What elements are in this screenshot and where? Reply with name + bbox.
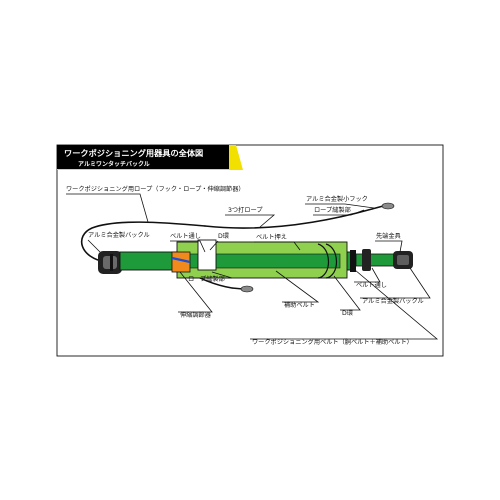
leader-small-hook bbox=[305, 203, 375, 209]
label-belt-loop: ベルト通し bbox=[170, 232, 201, 240]
leader-rope-sewn bbox=[313, 209, 365, 216]
header-subtitle: アルミワンタッチバックル bbox=[78, 160, 150, 168]
label-small-hook: アルミ合金製小フック bbox=[306, 195, 368, 203]
label-d-ring-2: D環 bbox=[342, 310, 353, 317]
label-belt-keeper: ベルト押え bbox=[256, 233, 287, 241]
leader-adjuster bbox=[178, 271, 213, 313]
label-tip-fitting: 先端金具 bbox=[376, 232, 401, 240]
label-three-strand-rope: 3つ打ロープ bbox=[228, 206, 263, 214]
leader-d-ring-2 bbox=[333, 275, 361, 311]
label-rope-sewn: ロープ縫製部 bbox=[314, 206, 351, 214]
label-alu-buckle-2: アルミ合金製バックル bbox=[362, 297, 424, 305]
label-d-ring: D環 bbox=[218, 233, 229, 240]
rope-loop bbox=[81, 221, 206, 263]
d-ring-1 bbox=[317, 243, 330, 279]
label-work-rope: ワークポジショニング用ロープ（フック・ロープ・伸縮調節器） bbox=[66, 185, 245, 193]
adjuster-block bbox=[171, 251, 191, 273]
header-title: ワークポジショニング用器具の全体図 bbox=[64, 148, 203, 158]
d-ring-2 bbox=[325, 243, 338, 279]
adjuster-hook bbox=[231, 285, 254, 293]
leader-belt-keeper bbox=[254, 241, 301, 251]
leader-rope-sewn-2 bbox=[186, 271, 233, 279]
leader-belt-loop-2 bbox=[354, 267, 381, 283]
belt-loop-right bbox=[350, 250, 356, 272]
right-buckle bbox=[362, 249, 413, 271]
leader-alu-buckle bbox=[87, 239, 101, 253]
belt-loop-plate bbox=[197, 239, 217, 271]
leader-belt-loop bbox=[170, 240, 206, 253]
label-belt-loop-2: ベルト通し bbox=[356, 281, 387, 289]
leader-work-belt bbox=[250, 269, 439, 340]
header-band bbox=[57, 145, 229, 169]
leader-work-rope bbox=[66, 193, 149, 223]
leader-aux-belt bbox=[275, 270, 320, 303]
leader-buckle-2 bbox=[360, 267, 431, 299]
label-rope-sewn-2: ロープ縫製部 bbox=[188, 275, 225, 283]
leader-3rope bbox=[225, 214, 276, 228]
leader-tip bbox=[375, 240, 403, 253]
label-adjuster: 伸縮調節器 bbox=[180, 311, 212, 319]
left-buckle bbox=[98, 251, 122, 274]
label-work-belt: ワークポジショニング用ベルト（胴ベルト＋補助ベルト） bbox=[252, 338, 413, 346]
label-alu-buckle: アルミ合金製バックル bbox=[88, 231, 150, 239]
small-hook bbox=[371, 202, 395, 210]
label-aux-belt: 補助ベルト bbox=[284, 301, 315, 309]
leader-d-ring bbox=[209, 240, 219, 251]
